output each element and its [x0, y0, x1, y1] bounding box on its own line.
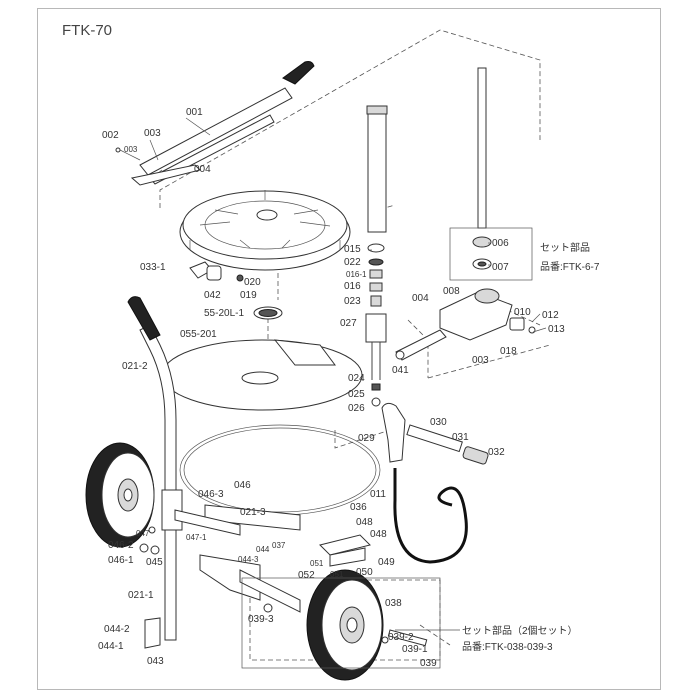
label-022: 022: [344, 257, 361, 268]
label-046a: 046: [234, 480, 251, 491]
label-039-1: 039-1: [402, 644, 428, 655]
label-047: 047: [136, 529, 150, 538]
label-044: 044: [256, 545, 270, 554]
label-011: 011: [370, 489, 386, 500]
right-wheel: [306, 569, 384, 681]
label-039-3: 039-3: [248, 614, 274, 625]
handle-001: [115, 61, 315, 186]
label-037: 037: [272, 541, 286, 550]
label-051a: 051: [310, 559, 324, 568]
label-051b: 051: [330, 570, 344, 579]
label-003a: 003: [144, 128, 161, 139]
label-55-20l-1: 55-20L-1: [204, 308, 244, 319]
drum-plate: [161, 339, 363, 411]
label-045: 045: [146, 557, 163, 568]
hook-bracket: [319, 534, 371, 567]
label-016-1: 016-1: [346, 270, 367, 279]
label-002: 002: [102, 130, 119, 141]
label-004a: 004: [194, 164, 211, 175]
label-048b: 048: [370, 529, 387, 540]
cart-frame: [127, 296, 301, 649]
label-032: 032: [488, 447, 505, 458]
label-048a: 048: [356, 517, 373, 528]
drum-hoop: [179, 424, 381, 531]
label-set1-title: セット部品: [540, 241, 590, 254]
label-033-1: 033-1: [140, 262, 166, 273]
label-016: 016: [344, 281, 361, 292]
label-052: 052: [298, 570, 315, 581]
label-set2-title: セット部品（2個セット）: [462, 624, 578, 637]
label-024: 024: [348, 373, 365, 384]
left-wheel: [85, 442, 155, 548]
label-001: 001: [186, 107, 203, 118]
pump-rod: [477, 67, 487, 229]
label-046-1: 046-1: [108, 555, 134, 566]
label-042: 042: [204, 290, 221, 301]
label-015: 015: [344, 244, 361, 255]
label-021-3: 021-3: [240, 507, 266, 518]
label-044-3: 044-3: [238, 555, 259, 564]
label-047-1: 047-1: [186, 533, 207, 542]
label-030: 030: [430, 417, 447, 428]
label-010: 010: [514, 307, 531, 318]
label-039-2: 039-2: [388, 632, 414, 643]
label-041: 041: [392, 365, 409, 376]
label-004b: 004: [412, 293, 429, 304]
label-049: 049: [378, 557, 395, 568]
leader-lines: [185, 117, 547, 631]
label-003b: 003: [124, 145, 138, 154]
label-021-1: 021-1: [128, 590, 154, 601]
model-title: FTK-70: [62, 22, 113, 39]
label-025: 025: [348, 389, 365, 400]
label-013: 013: [548, 324, 565, 335]
label-021-2: 021-2: [122, 361, 148, 372]
pump-head: [395, 288, 536, 361]
label-027: 027: [340, 318, 357, 329]
label-006: 006: [492, 238, 509, 249]
label-026: 026: [348, 403, 365, 414]
label-044-2: 044-2: [104, 624, 130, 635]
drum-lid: [179, 190, 351, 271]
label-007: 007: [492, 262, 509, 273]
label-036: 036: [350, 502, 367, 513]
label-039: 039: [420, 658, 437, 669]
label-003c: 003: [472, 355, 489, 366]
nozzle-and-hose: [381, 402, 489, 564]
label-029: 029: [358, 433, 375, 444]
label-set1-code: 品番:FTK-6-7: [540, 261, 600, 273]
part-labels: 001 002 003 003 004 006 007 セット部品 品番:FTK…: [98, 107, 600, 669]
set-part-box-2: [241, 577, 441, 669]
label-018: 018: [500, 346, 517, 357]
label-044-1: 044-1: [98, 641, 124, 652]
label-055-201: 055-201: [180, 329, 217, 340]
label-008: 008: [443, 286, 460, 297]
label-043: 043: [147, 656, 164, 667]
label-020: 020: [244, 277, 261, 288]
label-012: 012: [542, 310, 559, 321]
label-019: 019: [240, 290, 257, 301]
label-050: 050: [356, 567, 373, 578]
label-046-2: 046-2: [108, 540, 134, 551]
label-031: 031: [452, 432, 469, 443]
label-046-3: 046-3: [198, 489, 224, 500]
bung-parts: [189, 261, 283, 320]
label-023: 023: [344, 296, 361, 307]
label-set2-code: 品番:FTK-038-039-3: [462, 641, 553, 653]
frame-hardware: [139, 526, 428, 647]
set-part-box-1: [449, 227, 533, 281]
pump-tube: [365, 105, 388, 407]
label-038: 038: [385, 598, 402, 609]
